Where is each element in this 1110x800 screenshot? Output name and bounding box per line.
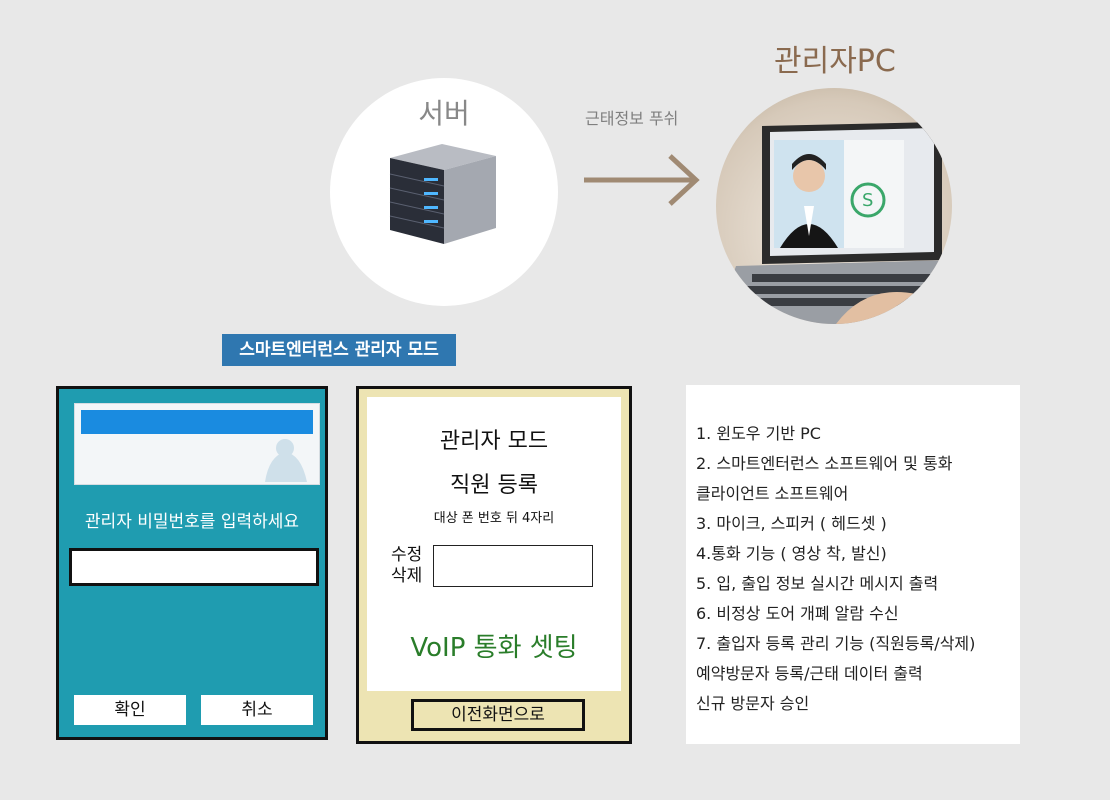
feature-item: 1. 윈도우 기반 PC: [696, 424, 821, 443]
cancel-button[interactable]: 취소: [201, 695, 313, 725]
phone-screen-thumbnail: [74, 403, 320, 485]
password-prompt: 관리자 비밀번호를 입력하세요: [84, 512, 300, 532]
features-box: 1. 윈도우 기반 PC 2. 스마트엔터런스 소프트웨어 및 통화 클라이언트…: [686, 385, 1020, 744]
admin-pc-image: S: [716, 88, 952, 324]
phone-hint: 대상 폰 번호 뒤 4자리: [433, 511, 555, 526]
feature-item: 신규 방문자 승인: [696, 694, 810, 713]
thumbnail-header-bar: [81, 410, 313, 434]
delete-label: 삭제: [391, 566, 423, 586]
edit-label: 수정: [391, 545, 423, 565]
login-panel: 관리자 비밀번호를 입력하세요 확인 취소: [56, 386, 328, 740]
server-circle: 서버: [330, 78, 558, 306]
feature-item: 예약방문자 등록/근태 데이터 출력: [696, 664, 923, 683]
feature-item: 5. 입, 출입 정보 실시간 메시지 출력: [696, 574, 939, 593]
server-label: 서버: [418, 97, 470, 130]
previous-screen-button[interactable]: 이전화면으로: [411, 699, 585, 731]
phone-digits-input[interactable]: [433, 545, 593, 587]
feature-item: 4.통화 기능 ( 영상 착, 발신): [696, 544, 887, 563]
pc-label: 관리자PC: [774, 44, 896, 79]
laptop-icon: S: [716, 122, 952, 324]
employee-register-title: 직원 등록: [450, 473, 538, 498]
admin-panel: 관리자 모드 직원 등록 대상 폰 번호 뒤 4자리 수정 삭제 VoIP 통화…: [356, 386, 632, 744]
features-list: 1. 윈도우 기반 PC 2. 스마트엔터런스 소프트웨어 및 통화 클라이언트…: [696, 419, 975, 719]
admin-panel-content: 관리자 모드 직원 등록 대상 폰 번호 뒤 4자리 수정 삭제 VoIP 통화…: [367, 397, 621, 691]
server-icon: [389, 144, 496, 244]
feature-item: 2. 스마트엔터런스 소프트웨어 및 통화: [696, 454, 953, 473]
mode-label: 스마트엔터런스 관리자 모드: [222, 334, 456, 366]
feature-item: 3. 마이크, 스피커 ( 헤드셋 ): [696, 514, 887, 533]
password-input[interactable]: [69, 548, 319, 586]
person-silhouette-icon: [265, 439, 307, 482]
edit-delete-label: 수정 삭제: [391, 545, 422, 587]
push-label: 근태정보 푸쉬: [585, 109, 679, 128]
feature-item: 클라이언트 소프트웨어: [696, 484, 849, 503]
svg-text:S: S: [862, 190, 873, 211]
arrow-right-icon: [584, 154, 700, 206]
feature-item: 6. 비정상 도어 개폐 알람 수신: [696, 604, 899, 623]
voip-setting-button[interactable]: VoIP 통화 셋팅: [410, 633, 578, 663]
confirm-button[interactable]: 확인: [74, 695, 186, 725]
admin-mode-title: 관리자 모드: [439, 429, 549, 454]
feature-item: 7. 출입자 등록 관리 기능 (직원등록/삭제): [696, 634, 976, 653]
